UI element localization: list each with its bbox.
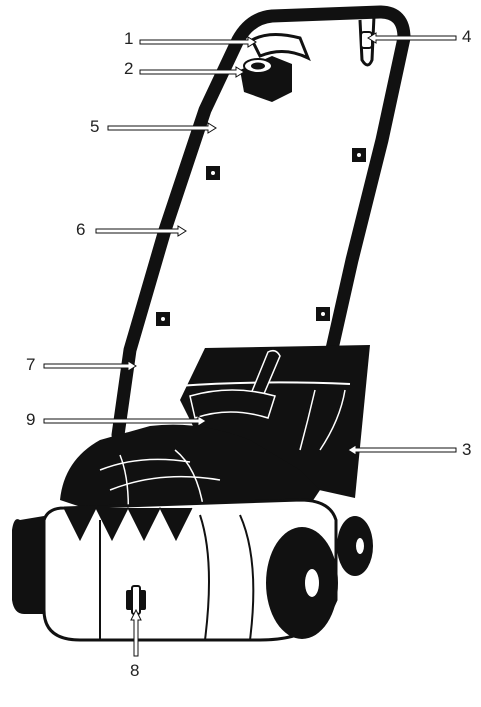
handle-right-bar: [318, 31, 411, 387]
callout-label-6: 6: [76, 220, 86, 239]
callout-arrow-1: [139, 36, 257, 48]
callout-arrow-5: [107, 122, 217, 134]
wheel-front-left: [12, 516, 44, 614]
callout-arrow-6: [95, 225, 187, 237]
switch-box: [240, 33, 311, 102]
motor-hood: [60, 424, 320, 520]
callout-arrows: [43, 32, 457, 657]
callout-arrow-7: [43, 360, 137, 372]
callout-arrow-8: [130, 608, 142, 657]
callout-arrow-3: [347, 444, 457, 456]
callout-label-4: 4: [462, 27, 472, 46]
callout-label-9: 9: [26, 410, 36, 429]
callout-label-2: 2: [124, 59, 134, 78]
callout-label-8: 8: [130, 661, 140, 680]
switch-lever-shape: [250, 33, 311, 62]
wheel-rear-right: [337, 516, 373, 576]
callout-label-1: 1: [124, 29, 134, 48]
machine-body: [42, 345, 370, 642]
wheel-front-right: [266, 527, 338, 639]
callout-arrow-4: [367, 32, 457, 44]
callout-label-3: 3: [462, 440, 472, 459]
callout-arrow-9: [43, 415, 207, 427]
callout-label-5: 5: [90, 117, 100, 136]
wheels: [12, 516, 373, 639]
callout-label-7: 7: [26, 355, 36, 374]
callout-arrow-2: [139, 66, 245, 78]
